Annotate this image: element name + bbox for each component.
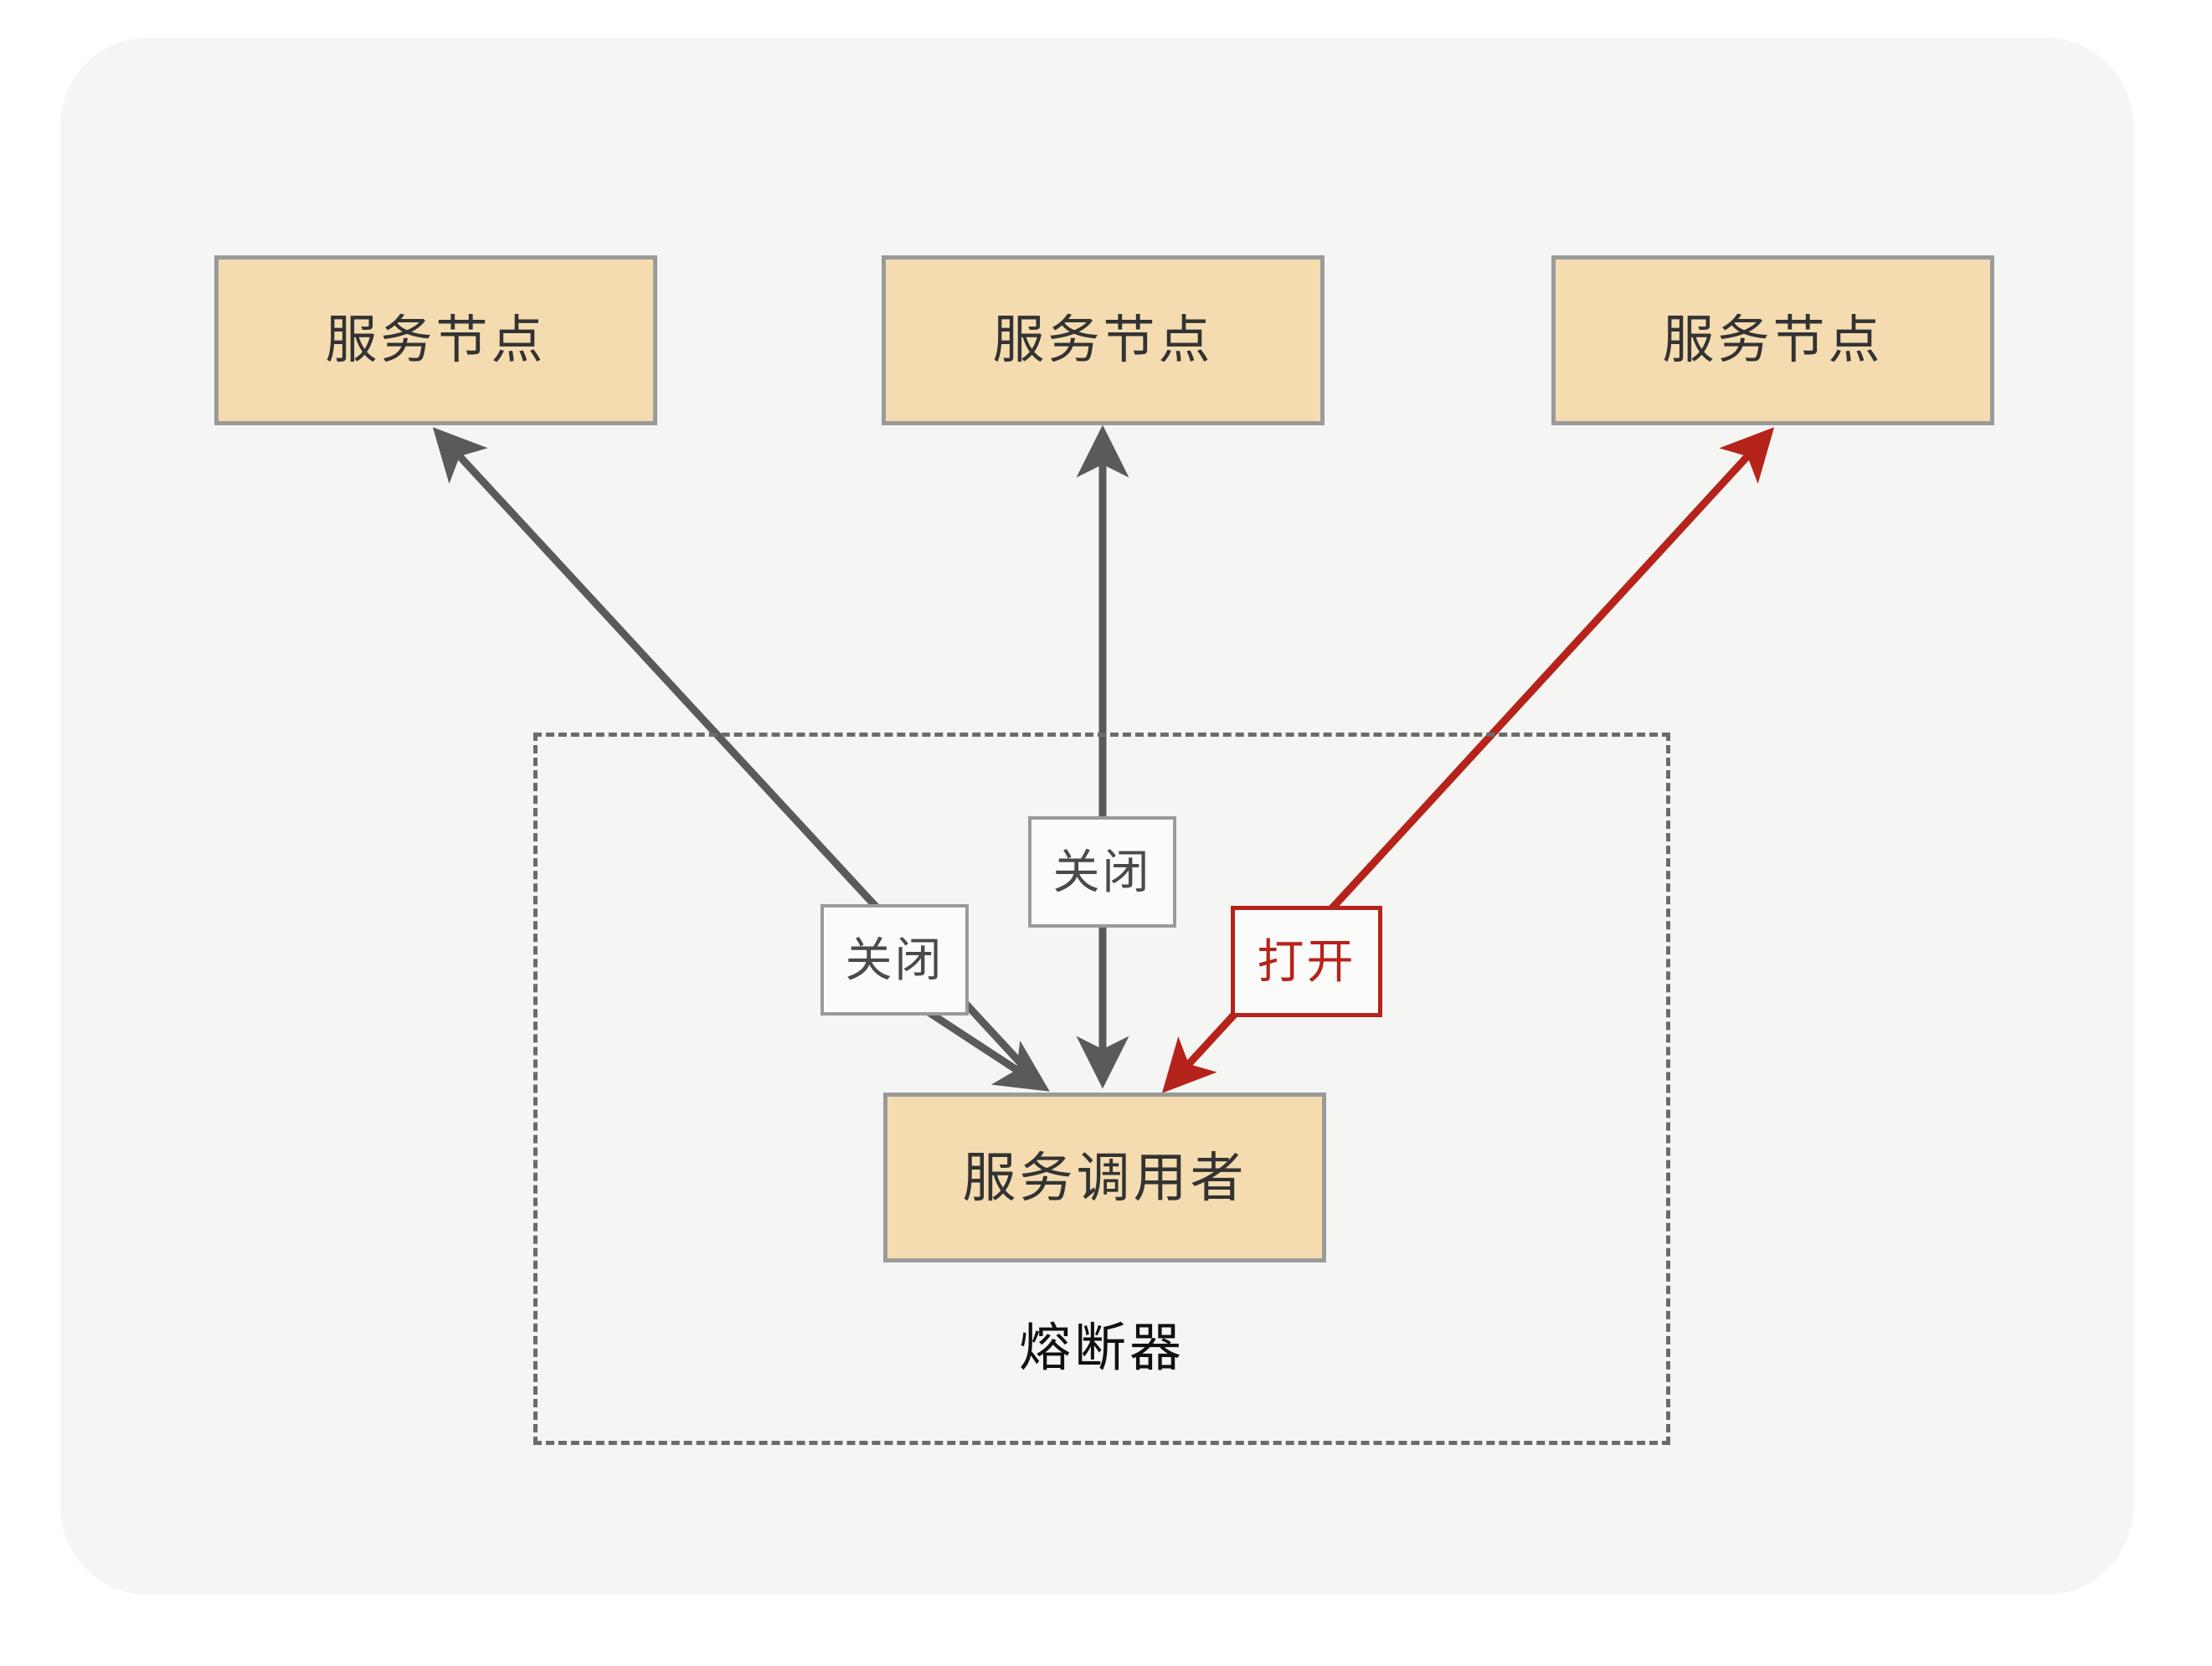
service-node-3[interactable]: 服务节点: [1551, 255, 1994, 425]
service-caller-node[interactable]: 服务调用者: [883, 1093, 1326, 1262]
edge-label-open-right-text: 打开: [1257, 934, 1356, 988]
service-node-1-label: 服务节点: [325, 311, 547, 369]
circuit-breaker-boundary: [533, 733, 1670, 1445]
edge-label-closed-middle[interactable]: 关闭: [1028, 816, 1176, 928]
service-node-2-label: 服务节点: [992, 311, 1214, 369]
service-node-3-label: 服务节点: [1662, 311, 1884, 369]
service-node-1[interactable]: 服务节点: [214, 255, 657, 425]
service-node-2[interactable]: 服务节点: [882, 255, 1325, 425]
edge-label-closed-left-text: 关闭: [845, 933, 944, 986]
edge-label-open-right[interactable]: 打开: [1231, 906, 1382, 1017]
service-caller-label: 服务调用者: [962, 1147, 1247, 1208]
edge-label-closed-left[interactable]: 关闭: [820, 904, 969, 1016]
circuit-breaker-label: 熔断器: [1018, 1319, 1185, 1377]
edge-label-closed-middle-text: 关闭: [1052, 845, 1152, 898]
